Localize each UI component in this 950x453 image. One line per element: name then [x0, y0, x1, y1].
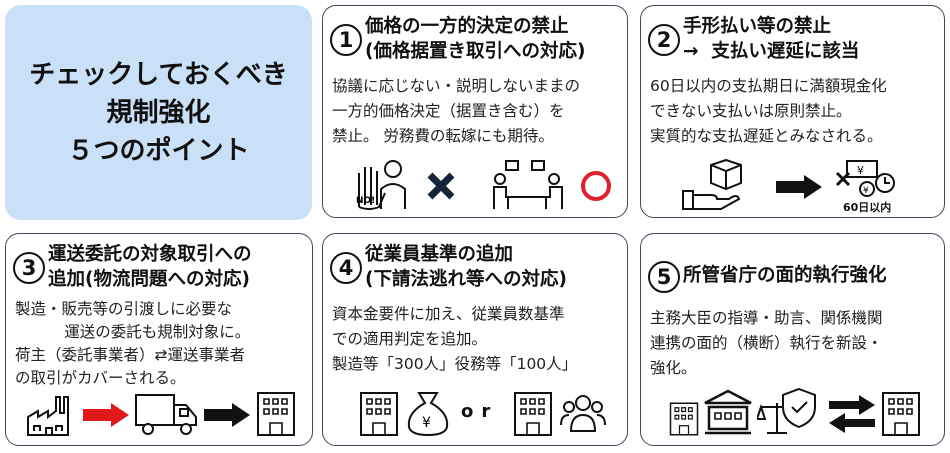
building-icon — [514, 392, 552, 436]
circle-ok-icon — [581, 171, 611, 201]
truck-icon — [135, 394, 197, 435]
point-heading: 所管省庁の面的執行強化 — [683, 265, 887, 286]
point-heading: 手形払い等の禁止 → 支払い遅延に該当 — [683, 16, 860, 62]
title-panel: チェックしておくべき 規制強化 ５つのポイント — [5, 5, 312, 220]
point-body: 資本金要件に加え、従業員数基準 での適用判定を追加。 製造等「300人」役務等「… — [332, 305, 578, 373]
svg-text:¥: ¥ — [422, 415, 431, 431]
red-arrow-icon — [83, 403, 129, 427]
point-card-3: 3 運送委託の対象取引への 追加(物流問題への対応) 製造・販売等の引渡しに必要… — [5, 233, 313, 446]
or-label: or — [461, 401, 499, 422]
building-icon — [360, 392, 398, 436]
factory-icon — [27, 396, 69, 436]
no-hand-person-icon: NO! — [356, 160, 406, 210]
building-icon — [257, 392, 295, 436]
meeting-icon — [493, 160, 563, 209]
point-number: 2 — [648, 24, 680, 56]
building-icon — [882, 392, 920, 436]
point-card-5: 5 所管省庁の面的執行強化 主務大臣の指導・助言、関係機関 連携の面的（横断）執… — [640, 233, 945, 446]
svg-text:¥: ¥ — [863, 186, 869, 196]
building-icon — [669, 402, 699, 436]
arrow-right-icon — [776, 175, 822, 199]
point-heading: 運送委託の対象取引への 追加(物流問題への対応) — [48, 244, 252, 290]
point-heading: 従業員基準の追加 (下請法逃れ等への対応) — [365, 244, 567, 290]
point-card-2: 2 手形払い等の禁止 → 支払い遅延に該当 60日以内の支払期日に満額現金化 で… — [640, 5, 945, 218]
period-label: 60日以内 — [843, 201, 892, 214]
hand-box-icon — [682, 159, 742, 210]
point-card-4: 4 従業員基準の追加 (下請法逃れ等への対応) 資本金要件に加え、従業員数基準 … — [322, 233, 628, 446]
point-body: 主務大臣の指導・助言、関係機関 連携の面的（横断）執行を新設・ 強化。 — [650, 309, 883, 377]
point-number: 3 — [13, 252, 45, 284]
point-body: 協議に応じない・説明しないままの 一方的価格決定（据置き含む）を 禁止。 労務費… — [332, 77, 581, 145]
point-number: 4 — [330, 252, 362, 284]
people-icon — [560, 395, 606, 432]
main-title: チェックしておくべき 規制強化 ５つのポイント — [29, 59, 288, 166]
scale-shield-icon — [757, 387, 816, 434]
point-card-1: 1 価格の一方的決定の禁止 (価格据置き取引への対応) 協議に応じない・説明しな… — [322, 5, 628, 218]
government-icon — [704, 389, 752, 435]
svg-text:NO!: NO! — [356, 196, 375, 206]
arrow-right-icon — [204, 403, 250, 427]
point-number: 5 — [648, 261, 680, 293]
point-body: 60日以内の支払期日に満額現金化 できない支払いは原則禁止。 実質的な支払遅延と… — [650, 77, 887, 145]
svg-text:¥: ¥ — [857, 164, 864, 177]
point-number: 1 — [330, 24, 362, 56]
point-body: 製造・販売等の引渡しに必要な 運送の委託も規制対象に。 荷主（委託事業者）⇄運送… — [15, 300, 251, 387]
cross-icon — [427, 172, 455, 200]
money-bag-icon: ¥ — [407, 392, 449, 437]
exchange-arrows-icon — [829, 395, 875, 433]
money-clock-icon: ¥¥ — [835, 160, 895, 197]
point-heading: 価格の一方的決定の禁止 (価格据置き取引への対応) — [365, 16, 586, 62]
